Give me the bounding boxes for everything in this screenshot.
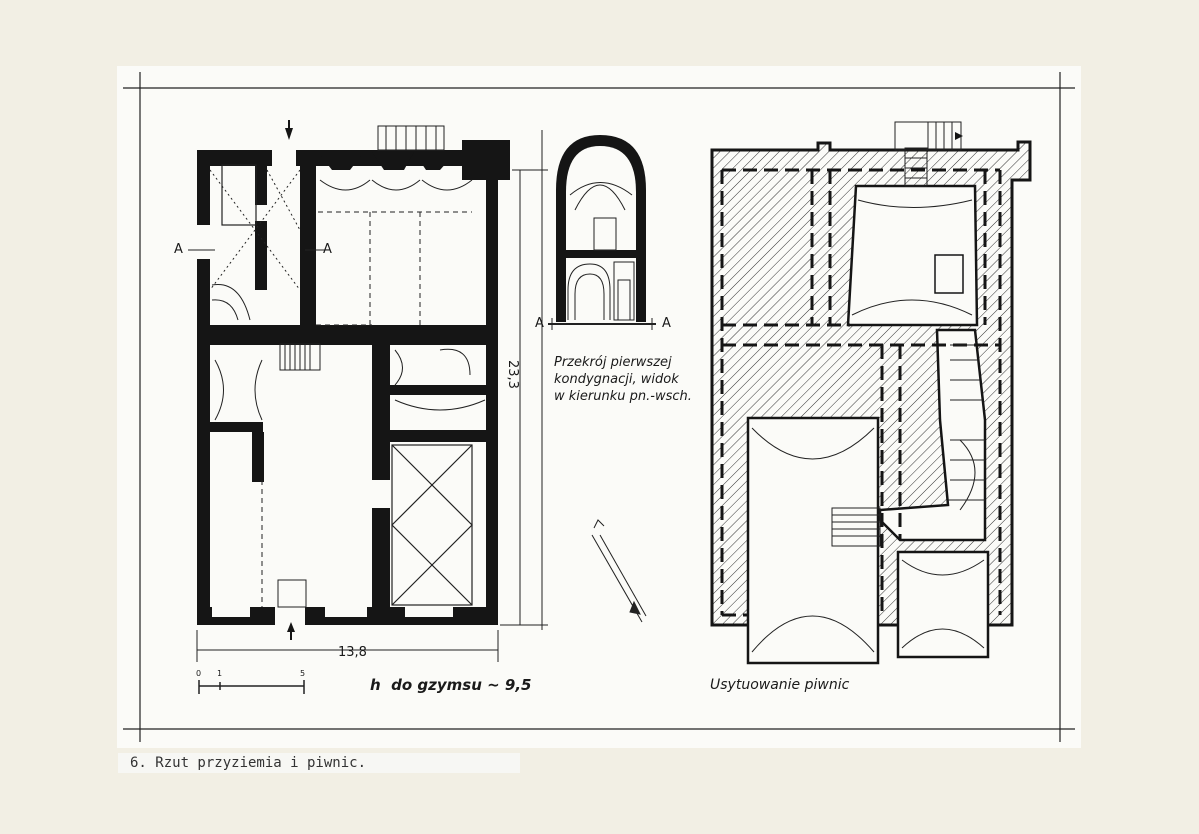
cellar-title: Usytuowanie piwnic [710,677,850,693]
width-dimension: 13,8 [338,645,367,660]
height-note: h do gzymsu ~ 9,5 [370,676,532,694]
section-caption-line-2: kondygnacji, widok [554,372,679,387]
section-mark-right: A [323,242,332,257]
section-mark-left: A [174,242,183,257]
section-mark-a1: A [535,316,544,331]
scale-tick-1: 1 [217,669,223,678]
ground-floor-plan [188,120,548,694]
sheet-frame [123,72,1075,742]
section-a-a [548,135,656,623]
scale-tick-5: 5 [300,669,306,678]
figure-caption: 6. Rzut przyziemia i piwnic. [118,753,520,773]
depth-dimension: 23,3 [505,360,520,389]
section-caption-line-1: Przekrój pierwszej [554,355,672,370]
scale-tick-0: 0 [196,669,202,678]
section-mark-a2: A [662,316,671,331]
cellar-plan [710,121,1032,665]
section-caption-line-3: w kierunku pn.-wsch. [554,389,692,404]
